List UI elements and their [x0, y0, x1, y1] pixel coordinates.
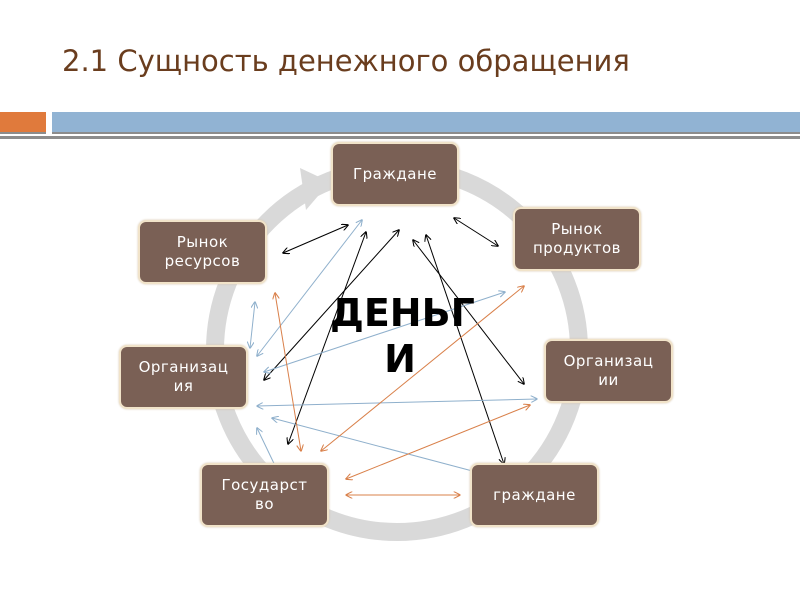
center-label-line: И [384, 337, 416, 381]
node-label: Организац [138, 358, 229, 376]
header-accent-orange [0, 112, 46, 133]
arrow [275, 293, 301, 451]
node-citizens-bottom: граждане [470, 463, 599, 527]
center-label-line: ДЕНЬГ [330, 291, 475, 335]
node-label: ресурсов [164, 252, 241, 270]
center-label-money: ДЕНЬГ И [330, 290, 475, 382]
node-label: Государст [221, 476, 308, 494]
node-label: Рынок [176, 233, 229, 251]
node-label: Организац [563, 352, 654, 370]
node-label: Граждане [353, 164, 437, 183]
header-rule [0, 136, 800, 139]
node-label: продуктов [532, 239, 622, 257]
node-label: во [254, 495, 275, 513]
node-label: ии [598, 371, 619, 389]
header-accent-blue [52, 112, 800, 132]
arrow [250, 302, 255, 348]
node-label: граждане [493, 485, 576, 504]
arrow [454, 218, 498, 246]
orange-arrows [275, 286, 530, 495]
node-label: ия [173, 377, 194, 395]
arrow [257, 399, 537, 406]
header-accent-shadow [0, 132, 46, 134]
slide-title: 2.1 Сущность денежного обращения [62, 44, 630, 78]
node-citizens-top: Граждане [331, 142, 459, 206]
arrow [283, 225, 348, 253]
cycle-arrowhead [300, 168, 330, 210]
header-accent-shadow [52, 132, 800, 134]
arrow [346, 405, 530, 479]
node-label: Рынок [551, 220, 603, 238]
